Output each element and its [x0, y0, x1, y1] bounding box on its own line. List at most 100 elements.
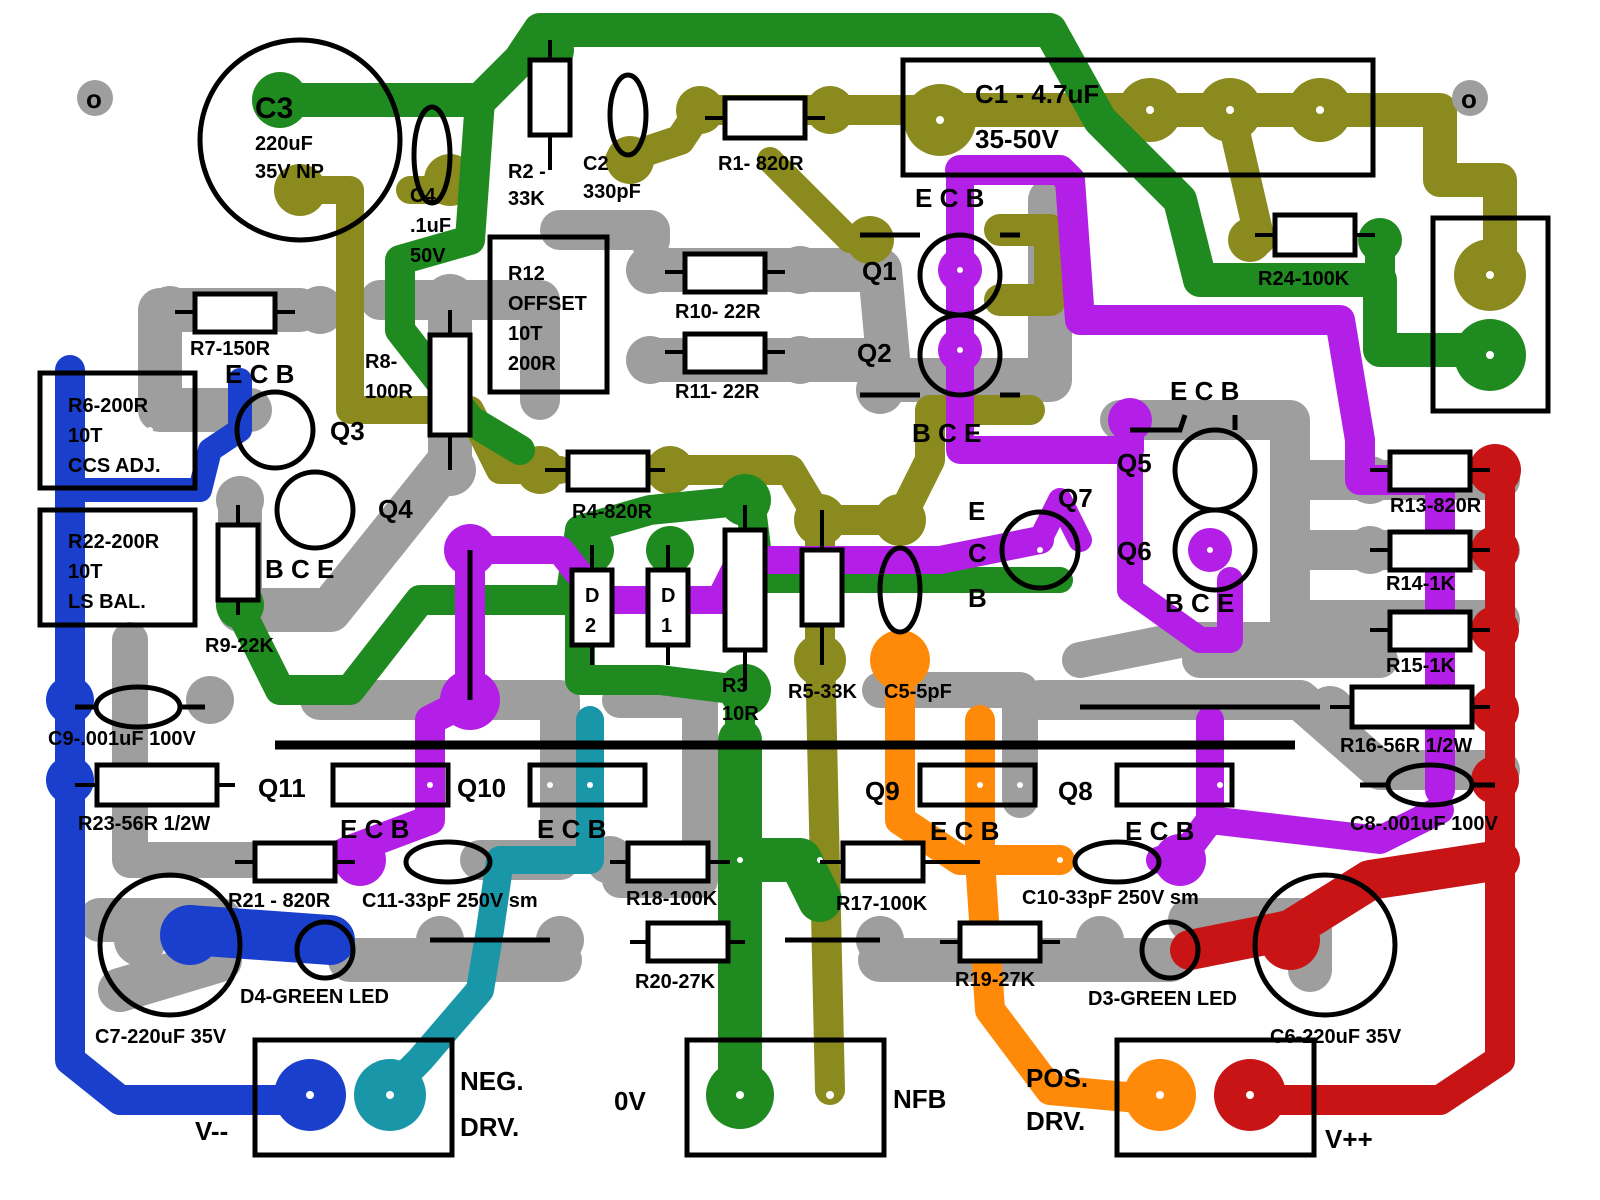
r20-label: R20-27K: [635, 971, 716, 993]
r16-body: [1330, 684, 1490, 730]
q3-pins: E C B: [225, 359, 294, 389]
d1-body: [645, 545, 691, 665]
c9-label: C9-.001uF 100V: [48, 728, 197, 750]
r22-outline: [37, 507, 198, 628]
r22-line3: LS BAL.: [68, 591, 146, 613]
r15-label: R15-1K: [1386, 655, 1455, 677]
r6-line3: CCS ADJ.: [68, 455, 161, 477]
r8-body: [427, 310, 473, 470]
c4-name: C4: [410, 185, 436, 207]
q11-pins: E C B: [340, 814, 409, 844]
q1-pins: E C B: [915, 183, 984, 213]
q3-label: Q3: [330, 416, 365, 446]
r24-label: R24-100K: [1258, 268, 1350, 290]
q9-pins: E C B: [930, 816, 999, 846]
r8-line2: 100R: [365, 381, 413, 403]
c3-name: C3: [255, 92, 293, 125]
r12-line1: R12: [508, 263, 545, 285]
pos-drv-line1: POS.: [1026, 1063, 1088, 1093]
small-capacitors: [75, 72, 1495, 885]
nfb-label: NFB: [893, 1084, 946, 1114]
v-minus-label: V--: [195, 1116, 228, 1146]
q4-label: Q4: [378, 494, 413, 524]
r12-line2: OFFSET: [508, 293, 587, 315]
c4-value: .1uF: [410, 215, 451, 237]
d2-body: [569, 545, 615, 665]
r10-label: R10- 22R: [675, 301, 761, 323]
r21-label: R21 - 820R: [228, 890, 331, 912]
r19-label: R19-27K: [955, 969, 1036, 991]
r14-body: [1370, 529, 1490, 573]
r9-body: [215, 505, 261, 615]
r1-label: R1- 820R: [718, 153, 804, 175]
q6-label: Q6: [1117, 536, 1152, 566]
r5-label: R5-33K: [788, 681, 857, 703]
pos-drive-traces: [885, 635, 1175, 1115]
r9-label: R9-22K: [205, 635, 274, 657]
v-plus-label: V++: [1325, 1124, 1373, 1154]
r4-label: R4-820R: [572, 501, 653, 523]
r24-body: [1255, 212, 1375, 258]
c8-label: C8-.001uF 100V: [1350, 813, 1499, 835]
r2-name: R2 -: [508, 161, 546, 183]
r17-label: R17-100K: [836, 893, 928, 915]
q7-emitter: E: [968, 496, 985, 526]
c2-value: 330pF: [583, 181, 641, 203]
r3-line2: 10R: [722, 703, 759, 725]
q11-label: Q11: [258, 773, 306, 803]
c3-value: 220uF: [255, 133, 313, 155]
q7-label: Q7: [1058, 483, 1093, 513]
r6-line2: 10T: [68, 425, 102, 447]
positive-supply-pads: [1214, 444, 1521, 1131]
c1-value: 35-50V: [975, 124, 1059, 154]
r14-label: R14-1K: [1386, 573, 1455, 595]
zero-v-label: 0V: [614, 1086, 646, 1116]
r21-body: [235, 840, 355, 884]
q10-pins: E C B: [537, 814, 606, 844]
c1-name: C1 - 4.7uF: [975, 79, 1099, 109]
drill-holes: [107, 106, 1494, 1099]
c11-label: C11-33pF 250V sm: [362, 890, 538, 912]
q5-pins: E C B: [1170, 376, 1239, 406]
r10-body: [665, 251, 785, 295]
pos-drv-line2: DRV.: [1026, 1106, 1085, 1136]
c4-voltage: 50V: [410, 245, 446, 267]
neg-drv-connector: [252, 1037, 455, 1158]
r18-label: R18-100K: [626, 888, 718, 910]
r12-line3: 10T: [508, 323, 542, 345]
q7-base: B: [968, 583, 987, 613]
output-connector: [684, 1037, 887, 1158]
d3-label: D3-GREEN LED: [1088, 988, 1237, 1010]
q9-label: Q9: [865, 776, 900, 806]
r4-body: [545, 449, 665, 493]
r6-line1: R6-200R: [68, 395, 149, 417]
r7-body: [175, 291, 295, 335]
c2-name: C2: [583, 153, 609, 175]
r7-label: R7-150R: [190, 338, 271, 360]
r11-label: R11- 22R: [675, 381, 760, 403]
d4-label: D4-GREEN LED: [240, 986, 389, 1008]
r15-body: [1370, 609, 1490, 653]
c3-voltage: 35V NP: [255, 161, 324, 183]
signal-pads: [334, 248, 1232, 886]
neg-drv-line1: NEG.: [460, 1066, 524, 1096]
r19-body: [940, 920, 1060, 964]
r1-body: [705, 95, 825, 141]
r13-body: [1370, 449, 1490, 493]
q4-pins: B C E: [265, 554, 334, 584]
r17-body: [820, 840, 980, 884]
r12-outline: [487, 234, 610, 395]
r3-line1: R3: [722, 675, 748, 697]
jumper-wires: [430, 550, 1320, 943]
mounting-holes: o o: [77, 80, 1488, 116]
q2-label: Q2: [857, 338, 892, 368]
resistors: [75, 40, 1490, 964]
q7-collector: C: [968, 538, 987, 568]
r23-body: [75, 762, 235, 808]
r8-line1: R8-: [365, 351, 397, 373]
neg-drv-line2: DRV.: [460, 1112, 519, 1142]
r18-body: [610, 840, 730, 884]
c7-label: C7-220uF 35V: [95, 1026, 227, 1048]
c6-label: C6-220uF 35V: [1270, 1026, 1402, 1048]
